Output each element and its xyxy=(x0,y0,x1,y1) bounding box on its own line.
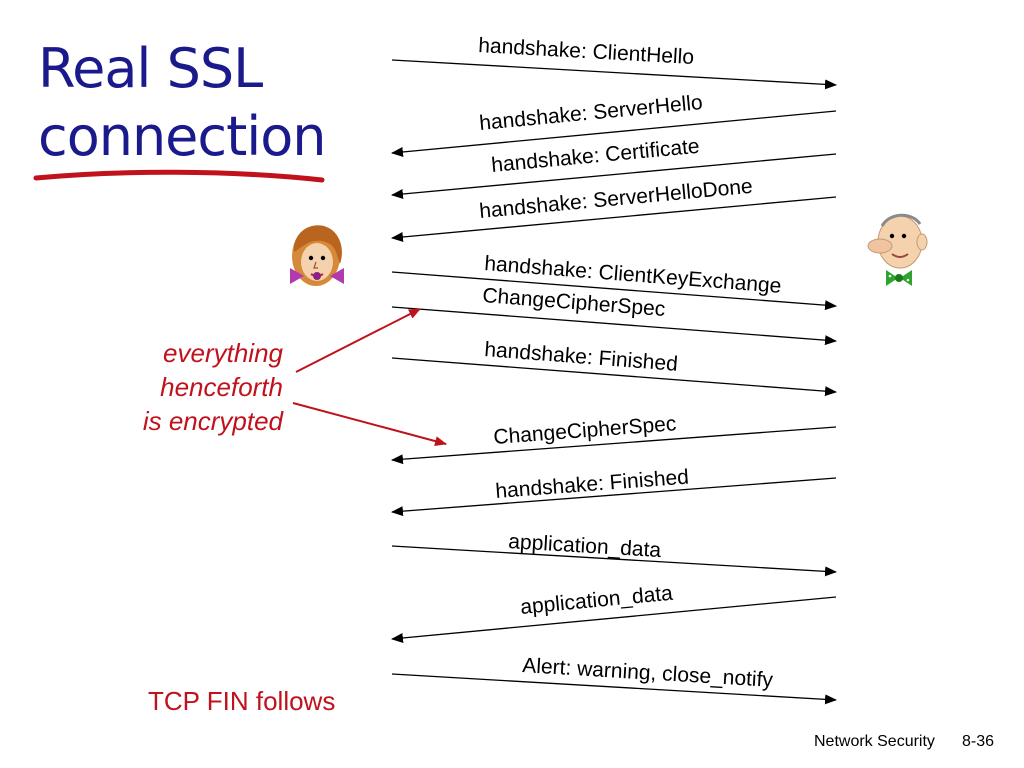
encryption-note: everything henceforth is encrypted xyxy=(143,336,283,438)
footer-page-number: 8-36 xyxy=(962,733,995,750)
page-title-line2: connection xyxy=(38,105,327,168)
message-7: handshake: Finished xyxy=(391,338,837,397)
title-underline xyxy=(33,169,325,183)
message-label: handshake: ServerHello xyxy=(478,91,703,135)
message-8: ChangeCipherSpec xyxy=(391,412,837,465)
man-cartoon-icon xyxy=(867,213,928,286)
message-label: handshake: Finished xyxy=(495,466,690,503)
encryption-note-line2: henceforth xyxy=(160,372,283,402)
message-label: application_data xyxy=(508,530,662,562)
message-label: ChangeCipherSpec xyxy=(493,412,678,449)
message-4: handshake: ServerHelloDone xyxy=(391,175,837,242)
encryption-pointer-client xyxy=(295,308,421,373)
message-3: handshake: Certificate xyxy=(391,135,837,199)
message-label: handshake: Finished xyxy=(484,338,679,376)
message-label: handshake: ClientHello xyxy=(478,34,695,69)
message-12: Alert: warning, close_notify xyxy=(391,654,837,705)
encryption-note-line1: everything xyxy=(163,338,283,368)
page-title-line1: Real SSL xyxy=(38,37,263,100)
encryption-note-line3: is encrypted xyxy=(142,406,283,436)
message-10: application_data xyxy=(391,530,837,577)
woman-cartoon-icon xyxy=(290,225,344,286)
footer-course: Network Security xyxy=(814,733,935,750)
message-11: application_data xyxy=(391,582,837,643)
message-label: handshake: ServerHelloDone xyxy=(478,175,753,223)
message-label: application_data xyxy=(519,582,674,619)
message-label: Alert: warning, close_notify xyxy=(522,654,774,692)
message-1: handshake: ClientHello xyxy=(391,34,837,90)
tcp-fin-note: TCP FIN follows xyxy=(148,686,336,716)
encryption-pointer-server xyxy=(292,402,447,446)
message-9: handshake: Finished xyxy=(391,466,837,517)
